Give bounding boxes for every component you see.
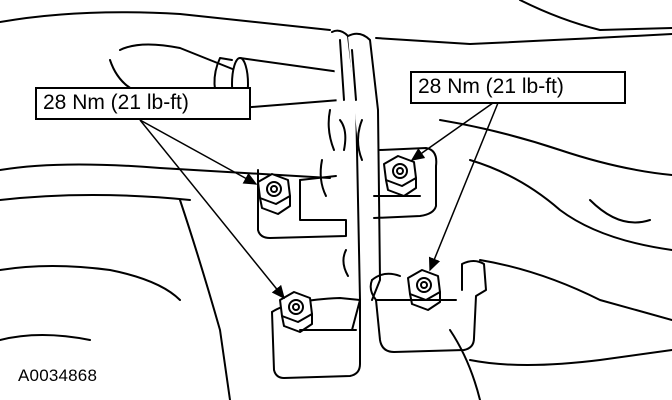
- leader-right-upper: [410, 97, 501, 161]
- bracket-upper-right: [373, 147, 438, 219]
- leader-right-lower: [428, 97, 501, 272]
- nut-lower-left: [279, 291, 313, 333]
- torque-callout-right: 28 Nm (21 lb-ft): [410, 71, 626, 104]
- leader-left-upper: [139, 119, 258, 185]
- figure-id-label: A0034868: [18, 366, 98, 385]
- torque-callout-left: 28 Nm (21 lb-ft): [35, 87, 251, 120]
- nut-lower-right: [407, 269, 441, 311]
- bracket-lower-right: [369, 260, 487, 353]
- nut-upper-left: [257, 173, 291, 215]
- hinge-arm: [319, 29, 381, 331]
- bracket-upper-left: [257, 169, 347, 239]
- nut-upper-right: [383, 155, 417, 197]
- leader-left-lower: [139, 119, 285, 300]
